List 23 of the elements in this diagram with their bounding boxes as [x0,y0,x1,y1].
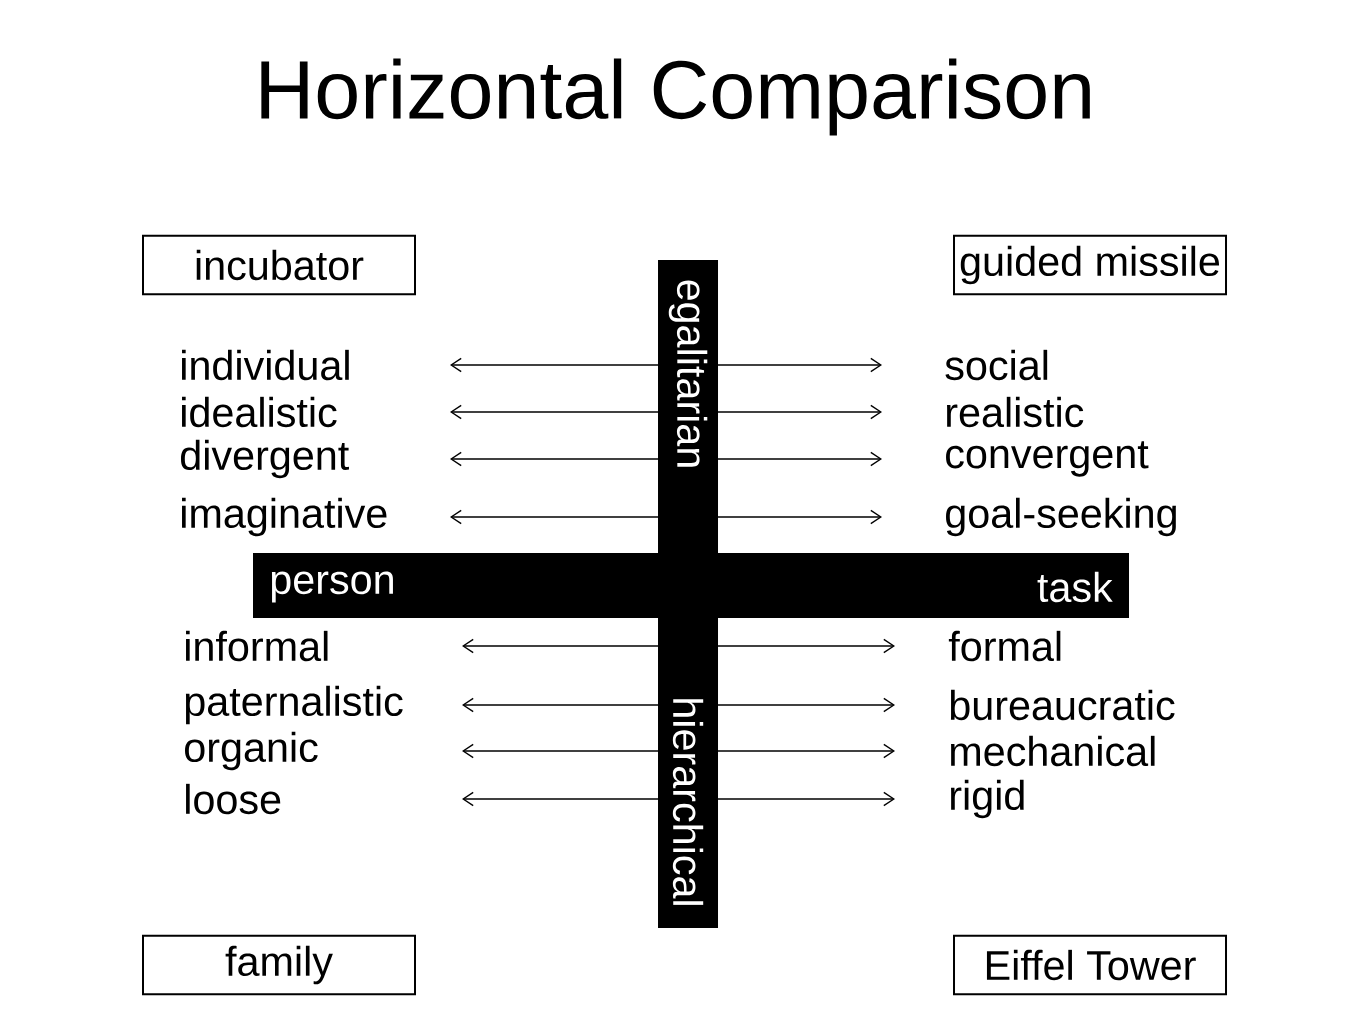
label-box: family [142,934,416,996]
trait-label: divergent [181,439,349,479]
axis-bar: egalitarian hierarchical [658,260,718,928]
axis-bar: person task [253,553,1129,618]
title: Horizontal Comparison [261,58,1090,136]
trait-label: social [945,349,1048,381]
trait-label: mechanical [951,735,1155,767]
trait-label: paternalistic [185,685,403,725]
trait-label: realistic [947,396,1084,428]
trait-label: loose [186,783,281,815]
trait-label: organic [185,731,318,771]
label-box: guided missile [953,234,1227,296]
trait-label: informal [186,630,328,662]
trait-label: goal-seeking [946,497,1176,537]
trait-label: idealistic [182,396,337,428]
label-box: Eiffel Tower [953,934,1227,996]
trait-label: bureaucratic [950,689,1175,721]
trait-label: individual [182,349,349,381]
trait-label: imaginative [182,497,387,537]
trait-label: convergent [946,441,1149,477]
label-box: incubator [142,234,416,296]
trait-label: formal [948,630,1061,662]
trait-label: rigid [951,779,1024,819]
